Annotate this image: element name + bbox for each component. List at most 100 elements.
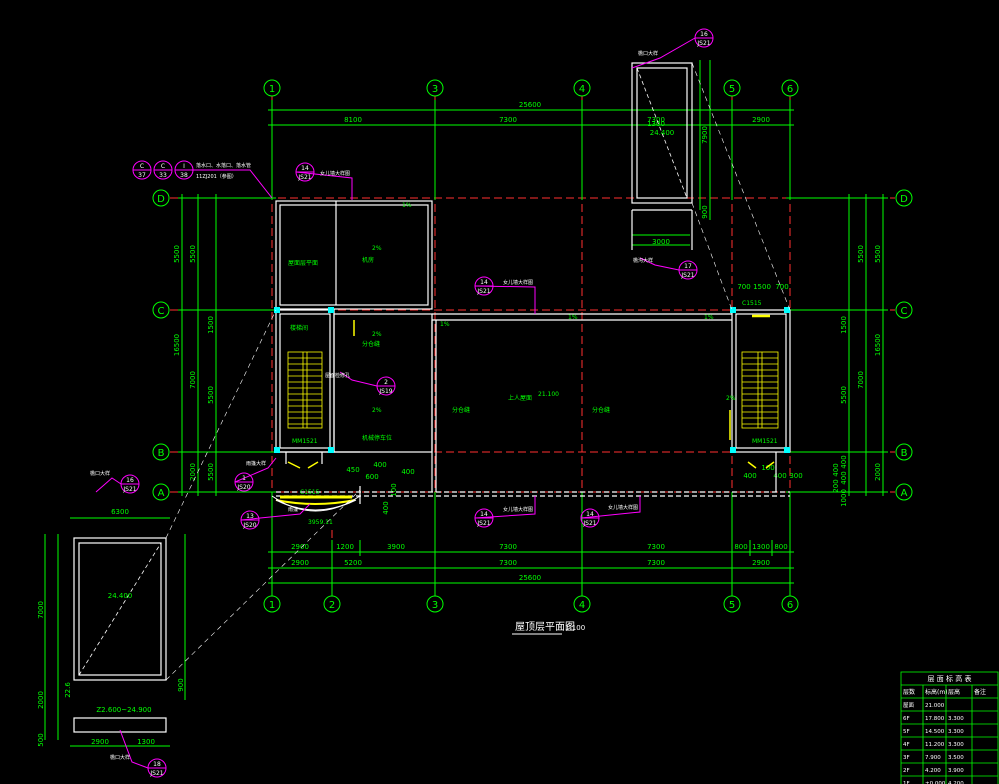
table-header: 层高 <box>948 688 960 696</box>
dim-text: 16500 <box>173 334 181 356</box>
dim-text: 400 <box>743 472 756 480</box>
table-cell: 21.000 <box>925 703 945 709</box>
callout-text: 檐沟大样 <box>633 257 653 264</box>
callout-sheet: JS21 <box>696 40 710 47</box>
window-label: C1515 <box>300 489 320 496</box>
callout-letter: C <box>161 163 165 170</box>
dim-text: 25600 <box>519 574 541 582</box>
callout-text: 雨篷 <box>288 506 298 513</box>
callout-number: 16 <box>126 477 134 484</box>
dim-text: 6300 <box>111 508 129 516</box>
table-cell: 1F <box>903 781 910 784</box>
dim-text: 900 <box>701 205 709 218</box>
table-cell: 2F <box>903 768 910 774</box>
callout-number: 18 <box>153 761 161 768</box>
table-cell: 3.900 <box>948 768 964 774</box>
axis-label: 3 <box>432 600 438 611</box>
scale-text: 1:100 <box>565 624 585 632</box>
axis-label: 4 <box>579 84 585 95</box>
room-label: 屋面层平面 <box>288 260 318 267</box>
table-header: 层数 <box>903 688 915 696</box>
axis-bubbles <box>152 79 913 613</box>
dim-text: 600 <box>365 473 378 481</box>
callout-text: 屋面检修孔 <box>325 372 350 379</box>
dim-text: 400 <box>382 501 390 514</box>
dim-text: 2900 <box>752 559 770 567</box>
dim-text: 2000 <box>874 463 882 481</box>
callout-sheet: JS21 <box>582 520 596 527</box>
callout-number: 13 <box>246 513 254 520</box>
dim-text: 7300 <box>499 559 517 567</box>
callout-number: 17 <box>684 263 692 270</box>
dim-text: 7000 <box>189 371 197 389</box>
callout-number: 14 <box>301 165 309 172</box>
room-label: 机房 <box>362 256 374 264</box>
axis-label: 4 <box>579 600 585 611</box>
slope-label: 2% <box>372 407 382 414</box>
dim-text: 5500 <box>874 245 882 263</box>
callout-number: 1 <box>242 475 246 482</box>
callout-letter: C <box>140 163 144 170</box>
table-cell: 6F <box>903 716 910 722</box>
callout-number: 14 <box>586 511 594 518</box>
dimension-lines <box>178 60 888 596</box>
table-cell: 11.200 <box>925 742 945 748</box>
callout-text: 女儿墙大样图 <box>503 506 533 513</box>
callout-sheet: JS20 <box>236 484 250 491</box>
callout-sheet: JS21 <box>297 174 311 181</box>
inset-dims <box>44 517 186 747</box>
table-cell: 7.900 <box>925 755 941 761</box>
dim-text: 5500 <box>857 245 865 263</box>
axis-label: 1 <box>269 84 275 95</box>
roof-opening-top <box>631 62 693 250</box>
dim-text: 8100 <box>344 116 362 124</box>
dim-text: 450 <box>346 466 359 474</box>
dim-text: 3000 <box>652 238 670 246</box>
callout-text: 檐口大样 <box>90 470 110 477</box>
dim-text: 300 <box>789 472 802 480</box>
door-label: MM1521 <box>752 438 778 445</box>
callout-letter: I <box>183 163 185 170</box>
table-cell: 屋面 <box>903 702 915 709</box>
room-label: 上人屋面 <box>508 394 532 402</box>
dim-text: 1000 <box>840 489 848 507</box>
dim-text: 500 <box>37 733 45 746</box>
dim-text: 1200 <box>336 543 354 551</box>
dim-text: 7900 <box>701 126 709 144</box>
axis-label: C <box>158 306 165 317</box>
callout-sheet: JS21 <box>149 770 163 777</box>
axis-label: B <box>158 448 165 459</box>
callout-number: 14 <box>480 279 488 286</box>
dim-text: 700 <box>737 283 750 291</box>
dim-text: 7300 <box>499 116 517 124</box>
columns <box>274 307 790 453</box>
dim-text: 2900 <box>752 116 770 124</box>
callout-sheet: JS21 <box>476 520 490 527</box>
callout-sheet: JS21 <box>680 272 694 279</box>
dim-text: 3900 <box>387 543 405 551</box>
dim-text: 100 <box>761 464 774 472</box>
dim-text: 400 <box>373 461 386 469</box>
dim-text: 200 <box>832 479 840 492</box>
inset-texts: 6300 7000 2000 500 900 22.6 24.400 Z2.60… <box>37 508 185 747</box>
axis-label: 6 <box>787 600 793 611</box>
axis-label: D <box>157 194 165 205</box>
callout-number: 37 <box>138 172 146 179</box>
dim-text: 5500 <box>207 463 215 481</box>
slope-label: 1% <box>440 321 450 328</box>
dim-text: 7000 <box>857 371 865 389</box>
dim-text: 7000 <box>37 601 45 619</box>
table-cell: ±0.000 <box>925 781 946 784</box>
door-label: MM1521 <box>292 438 318 445</box>
inset-plan <box>73 537 167 733</box>
dim-text: 7300 <box>499 543 517 551</box>
room-label: 机械停车位 <box>362 434 392 442</box>
